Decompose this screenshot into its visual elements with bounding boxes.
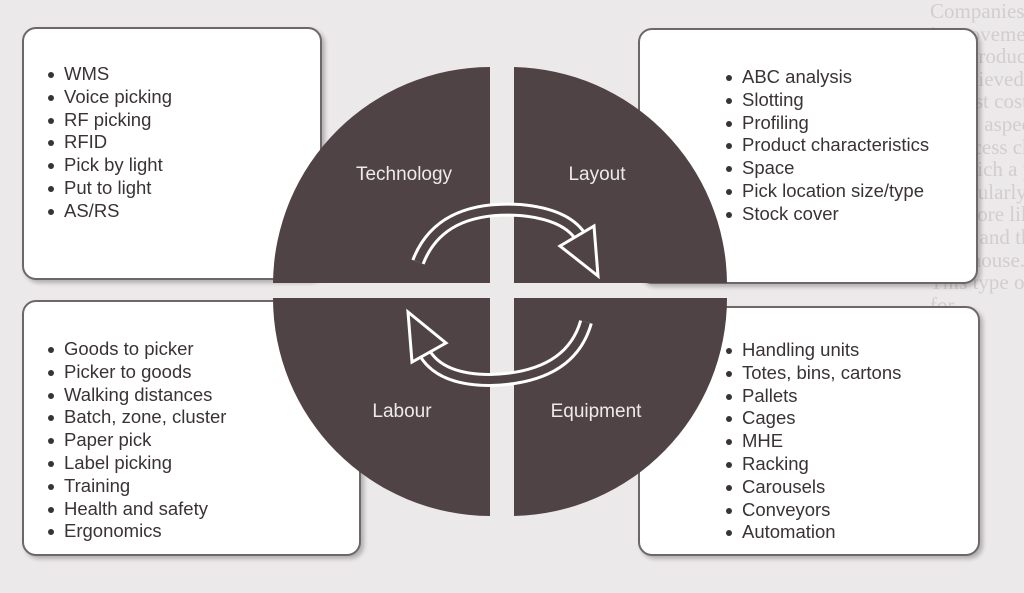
- list-item: RFID: [46, 131, 320, 154]
- list-item: Goods to picker: [46, 338, 359, 361]
- bottom-cycle-arrow-icon: [406, 308, 593, 388]
- list-item: Stock cover: [724, 203, 976, 226]
- list-item: Voice picking: [46, 86, 320, 109]
- list-item: Ergonomics: [46, 520, 359, 543]
- list-item: Label picking: [46, 452, 359, 475]
- list-item: Space: [724, 157, 976, 180]
- list-item: Pick location size/type: [724, 180, 976, 203]
- list-item: Picker to goods: [46, 361, 359, 384]
- list-item: Totes, bins, cartons: [724, 362, 978, 385]
- equipment-label: Equipment: [551, 401, 643, 422]
- list-item: Handling units: [724, 339, 978, 362]
- list-item: Conveyors: [724, 499, 978, 522]
- list-item: Batch, zone, cluster: [46, 406, 359, 429]
- list-item: AS/RS: [46, 200, 320, 223]
- list-item: Put to light: [46, 177, 320, 200]
- list-item: RF picking: [46, 109, 320, 132]
- list-item: Automation: [724, 521, 978, 544]
- layout-label: Layout: [568, 164, 626, 185]
- list-item: WMS: [46, 63, 320, 86]
- list-item: ABC analysis: [724, 66, 976, 89]
- background-text-line: Companies focus the picking operation as…: [930, 0, 1024, 23]
- list-item: Walking distances: [46, 384, 359, 407]
- list-item: Pick by light: [46, 154, 320, 177]
- list-item: MHE: [724, 430, 978, 453]
- list-item: Profiling: [724, 112, 976, 135]
- list-item: Training: [46, 475, 359, 498]
- list-item: Pallets: [724, 385, 978, 408]
- top-cycle-arrow-icon: [411, 202, 600, 280]
- list-item: Slotting: [724, 89, 976, 112]
- labour-quadrant: [273, 298, 490, 516]
- technology-label: Technology: [356, 164, 453, 185]
- list-item: Carousels: [724, 476, 978, 499]
- list-item: Cages: [724, 407, 978, 430]
- list-item: Racking: [724, 453, 978, 476]
- labour-label: Labour: [372, 401, 432, 422]
- list-item: Paper pick: [46, 429, 359, 452]
- central-circle: [273, 67, 727, 516]
- list-item: Health and safety: [46, 498, 359, 521]
- list-item: Product characteristics: [724, 134, 976, 157]
